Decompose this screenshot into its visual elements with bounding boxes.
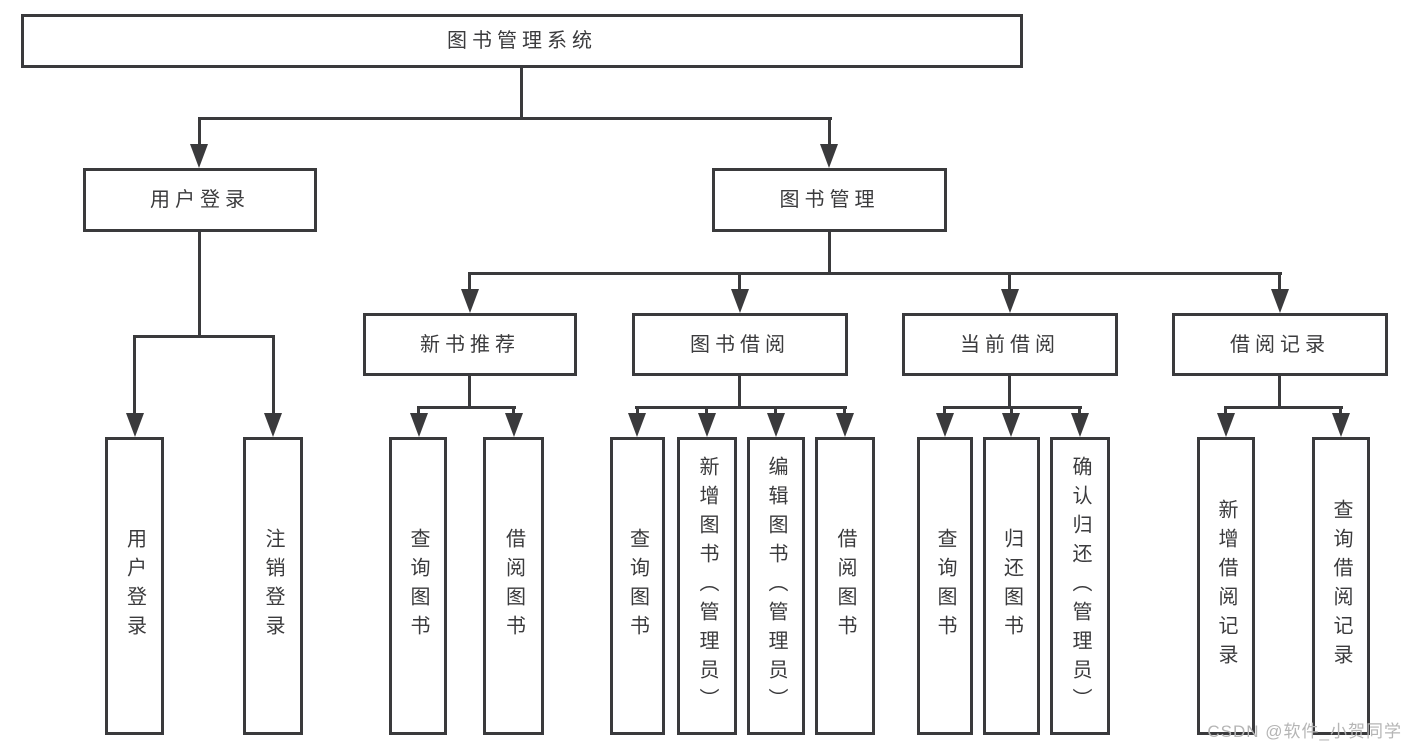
connector-drop: [774, 406, 777, 418]
leaf-add-borrow-record: 新增借阅记录: [1197, 437, 1255, 735]
connector-bar: [635, 406, 847, 409]
connector-drop: [133, 335, 136, 417]
node-user-login: 用户登录: [83, 168, 317, 232]
leaf-borrow-books-recommend: 借阅图书: [483, 437, 544, 735]
connector-drop: [1008, 272, 1011, 294]
node-label: 图书管理: [779, 189, 880, 211]
node-library-management-system: 图书管理系统: [21, 14, 1023, 68]
connector-stem: [1008, 376, 1011, 408]
leaf-label: 查询图书: [407, 528, 429, 644]
arrowhead-down-icon: [820, 144, 838, 168]
arrowhead-down-icon: [1071, 413, 1089, 437]
node-label: 当前借阅: [960, 333, 1060, 356]
arrowhead-down-icon: [461, 289, 479, 313]
leaf-label: 查询图书: [626, 528, 649, 644]
leaf-query-borrow-record: 查询借阅记录: [1312, 437, 1370, 735]
leaf-label: 用户登录: [123, 528, 146, 644]
connector-book-mgmt-stem: [828, 232, 831, 275]
arrowhead-down-icon: [1001, 289, 1019, 313]
connector-drop: [1224, 406, 1227, 418]
leaf-label: 注销登录: [262, 528, 284, 644]
connector-drop: [843, 406, 846, 418]
leaf-label: 查询借阅记录: [1330, 499, 1352, 673]
connector-drop: [512, 406, 515, 418]
connector-drop: [468, 272, 471, 294]
connector-drop: [1078, 406, 1081, 418]
csdn-watermark: CSDN @软件_小贺同学: [1207, 722, 1402, 741]
arrowhead-down-icon: [936, 413, 954, 437]
arrowhead-down-icon: [126, 413, 144, 437]
connector-drop: [1010, 406, 1013, 418]
leaf-label: 归还图书: [1000, 528, 1023, 644]
node-new-book-recommendation: 新书推荐: [363, 313, 577, 376]
connector-stem: [1278, 376, 1281, 408]
connector-stem: [468, 376, 471, 408]
connector-user-login-bar: [133, 335, 275, 338]
arrowhead-down-icon: [731, 289, 749, 313]
connector-drop: [1278, 272, 1281, 294]
connector-bar: [1224, 406, 1343, 409]
leaf-label: 新增图书（管理员）: [696, 455, 718, 717]
leaf-return-books: 归还图书: [983, 437, 1040, 735]
arrowhead-down-icon: [628, 413, 646, 437]
leaf-label: 查询图书: [934, 528, 956, 644]
arrowhead-down-icon: [190, 144, 208, 168]
connector-root-stem: [520, 68, 523, 120]
leaf-edit-books-admin: 编辑图书（管理员）: [747, 437, 805, 735]
leaf-query-books-borrowing: 查询图书: [610, 437, 665, 735]
leaf-label: 新增借阅记录: [1215, 499, 1237, 673]
node-label: 借阅记录: [1230, 333, 1330, 356]
node-label: 图书借阅: [690, 333, 790, 356]
arrowhead-down-icon: [505, 413, 523, 437]
connector-drop: [828, 117, 831, 147]
connector-book-mgmt-bar: [468, 272, 1282, 275]
connector-drop: [272, 335, 275, 417]
arrowhead-down-icon: [410, 413, 428, 437]
connector-drop: [198, 117, 201, 147]
leaf-add-books-admin: 新增图书（管理员）: [677, 437, 737, 735]
connector-drop: [417, 406, 420, 418]
connector-drop: [738, 272, 741, 294]
connector-user-login-stem: [198, 232, 201, 337]
node-book-management: 图书管理: [712, 168, 947, 232]
node-current-borrowing: 当前借阅: [902, 313, 1118, 376]
leaf-query-books-current: 查询图书: [917, 437, 973, 735]
arrowhead-down-icon: [836, 413, 854, 437]
arrowhead-down-icon: [767, 413, 785, 437]
connector-drop: [1339, 406, 1342, 418]
leaf-label: 确认归还（管理员）: [1069, 455, 1091, 717]
leaf-borrow-books: 借阅图书: [815, 437, 875, 735]
connector-drop: [705, 406, 708, 418]
leaf-label: 借阅图书: [502, 528, 525, 644]
node-label: 新书推荐: [420, 333, 520, 356]
node-book-borrowing: 图书借阅: [632, 313, 848, 376]
connector-drop: [636, 406, 639, 418]
connector-drop: [943, 406, 946, 418]
arrowhead-down-icon: [1002, 413, 1020, 437]
node-label: 图书管理系统: [447, 30, 597, 52]
arrowhead-down-icon: [698, 413, 716, 437]
node-borrowing-records: 借阅记录: [1172, 313, 1388, 376]
leaf-label: 借阅图书: [834, 528, 856, 644]
arrowhead-down-icon: [264, 413, 282, 437]
leaf-user-login: 用户登录: [105, 437, 164, 735]
arrowhead-down-icon: [1217, 413, 1235, 437]
connector-root-bar: [198, 117, 832, 120]
arrowhead-down-icon: [1332, 413, 1350, 437]
connector-bar: [417, 406, 516, 409]
arrowhead-down-icon: [1271, 289, 1289, 313]
leaf-confirm-return-admin: 确认归还（管理员）: [1050, 437, 1110, 735]
leaf-logout: 注销登录: [243, 437, 303, 735]
node-label: 用户登录: [150, 189, 250, 211]
leaf-query-books-recommend: 查询图书: [389, 437, 447, 735]
connector-stem: [738, 376, 741, 408]
leaf-label: 编辑图书（管理员）: [765, 455, 787, 717]
